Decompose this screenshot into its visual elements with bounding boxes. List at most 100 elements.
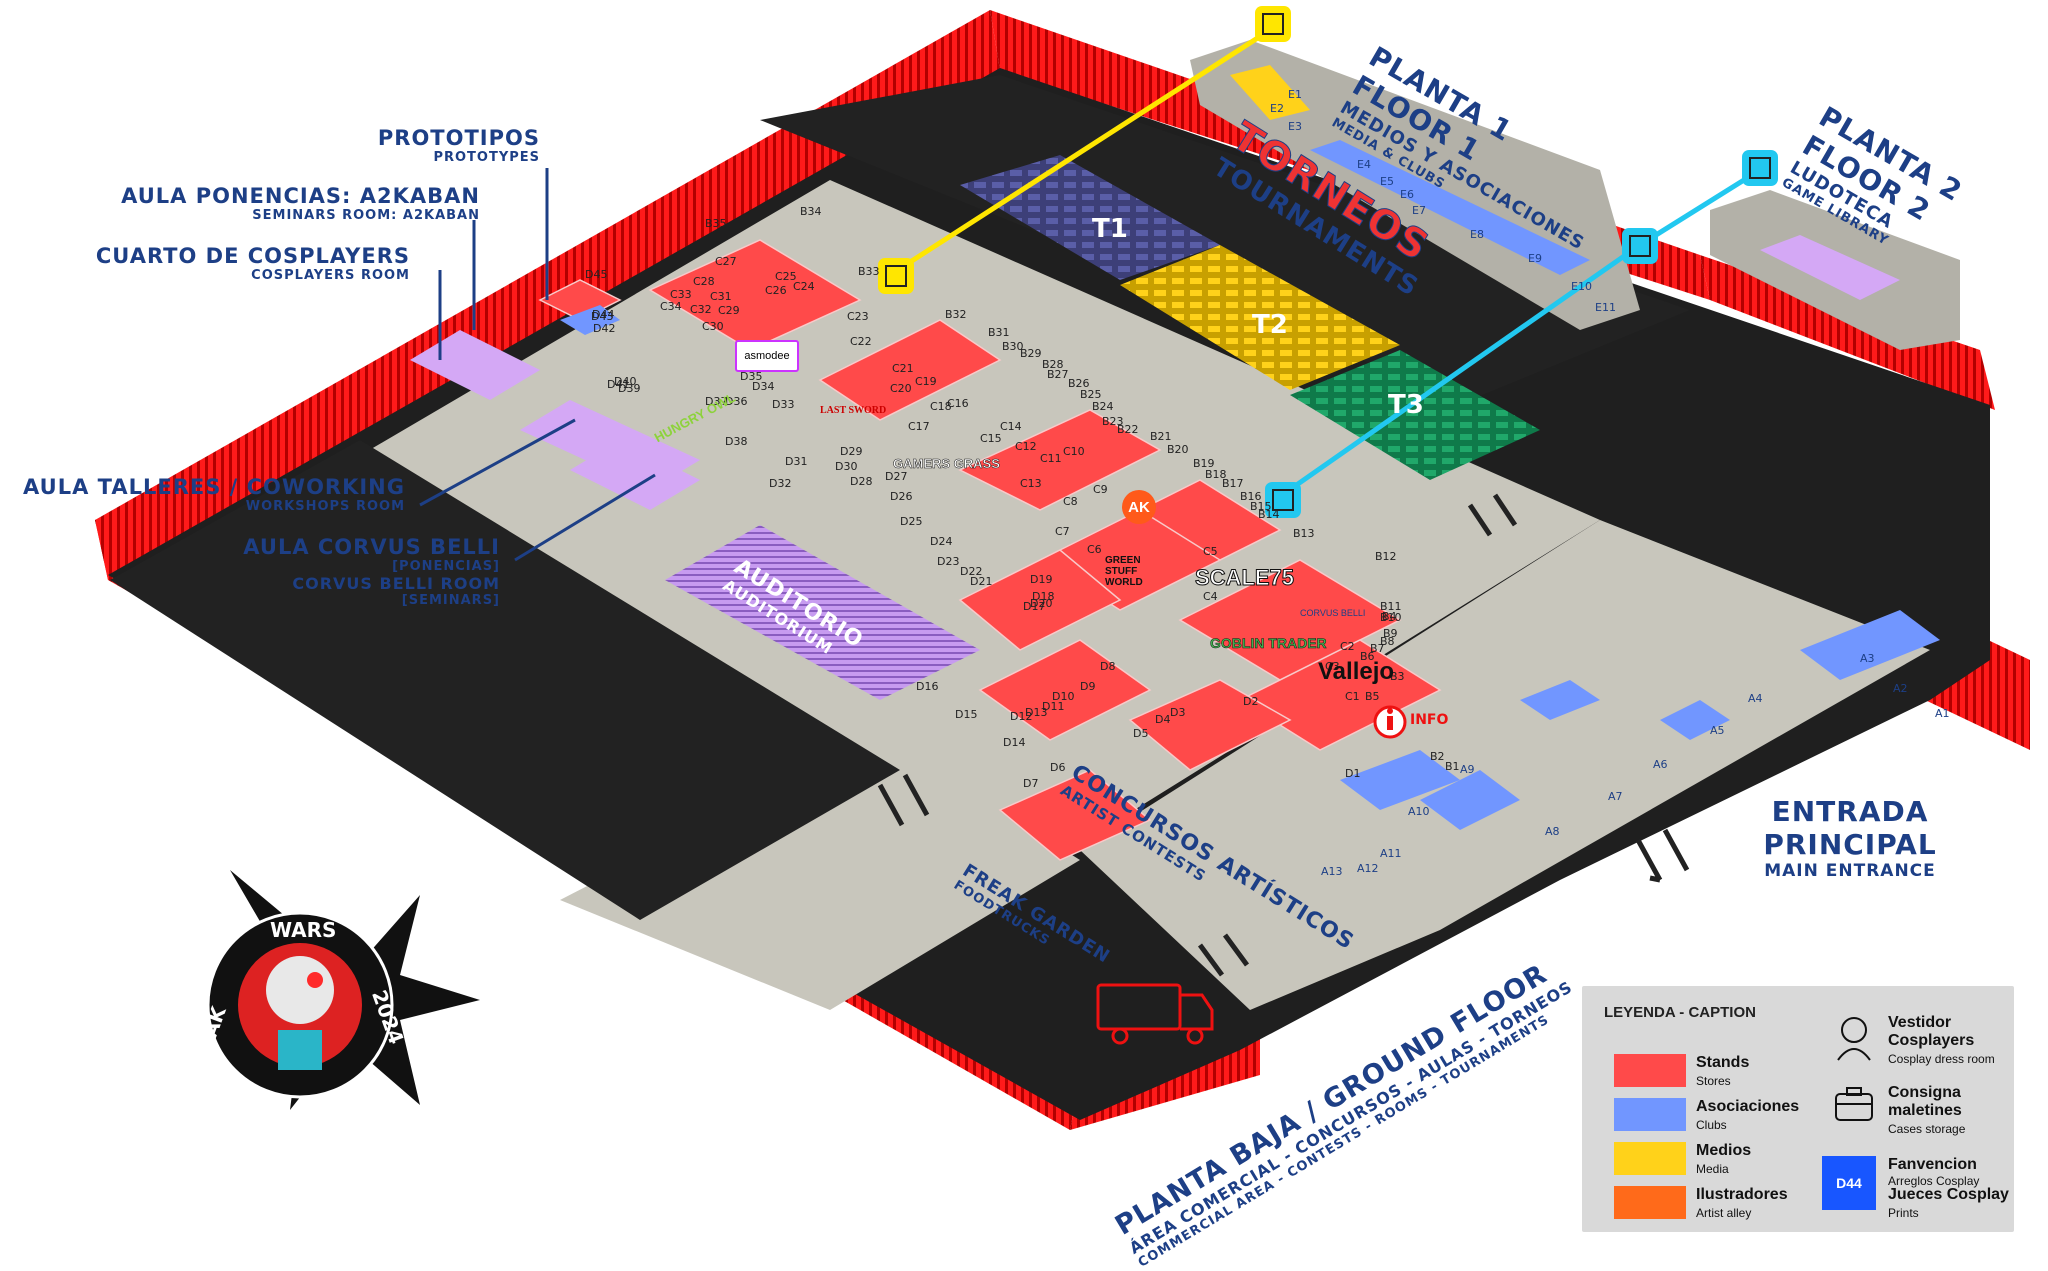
goblin-trader-logo: GOBLIN TRADER (1210, 635, 1327, 652)
stand-label-C14: C14 (1000, 420, 1022, 433)
stand-label-B2: B2 (1430, 750, 1445, 763)
entrance-floor (1080, 520, 1930, 1010)
elevator-icon (1742, 150, 1778, 186)
stand-label-D43: D43 (591, 310, 613, 323)
stand-label-C17: C17 (908, 420, 930, 433)
stand-label-B3: B3 (1390, 670, 1405, 683)
corvus-belli-logo: CORVUS BELLI (1300, 608, 1366, 618)
greenstuff-logo: GREEN STUFF WORLD (1105, 555, 1143, 588)
legend-swatch-clubs (1614, 1098, 1686, 1131)
stand-label-E9: E9 (1528, 252, 1542, 265)
elevator-icon (878, 258, 914, 294)
legend-label: Medios (1696, 1142, 1752, 1159)
floor1-building (1190, 40, 1640, 330)
stand-label-A12: A12 (1357, 862, 1379, 875)
legend-label-2: Jueces Cosplay (1888, 1186, 2009, 1203)
entrance-label: ENTRADA PRINCIPAL MAIN ENTRANCE (1700, 795, 2000, 881)
prototypes-title: PROTOTIPOS (377, 126, 540, 150)
legend-swatch-stands (1614, 1054, 1686, 1087)
stand-label-D44: D44 (592, 308, 614, 321)
seminars-sub: SEMINARS ROOM: A2KABAN (252, 208, 480, 223)
stand-label-B32: B32 (945, 308, 967, 321)
briefcase-icon (1835, 1087, 1873, 1121)
seminars-title: AULA PONENCIAS: A2KABAN (121, 184, 480, 208)
stand-label-B29: B29 (1020, 347, 1042, 360)
stand-label-C13: C13 (1020, 477, 1042, 490)
stand-label-D14: D14 (1003, 736, 1025, 749)
stand-label-D15: D15 (955, 708, 977, 721)
stand-label-D8: D8 (1100, 660, 1115, 673)
stand-label-C11: C11 (1040, 452, 1062, 465)
legend-label: Stands (1696, 1054, 1750, 1071)
stand-label-D28: D28 (850, 475, 872, 488)
stand-label-E5: E5 (1380, 175, 1394, 188)
stand-label-B15: B15 (1250, 500, 1272, 513)
club-blocks (560, 305, 1940, 830)
corvus-sub: CORVUS BELLI ROOM (292, 574, 500, 593)
last-sword-logo: LAST SWORD (820, 405, 887, 416)
auditorium (665, 525, 980, 700)
stand-label-A2: A2 (1893, 682, 1908, 695)
stand-label-E8: E8 (1470, 228, 1484, 241)
stand-label-C33: C33 (670, 288, 692, 301)
traffic-arrows (877, 493, 1690, 977)
cosplayers-label: CUARTO DE COSPLAYERS COSPLAYERS ROOM (60, 244, 410, 283)
stand-label-D20: D20 (1030, 597, 1052, 610)
stand-label-B35: B35 (705, 217, 727, 230)
stand-label-D27: D27 (885, 470, 907, 483)
stand-label-A1: A1 (1935, 707, 1950, 720)
stand-label-B5: B5 (1365, 690, 1380, 703)
workshops-title: AULA TALLERES / COWORKING (23, 475, 405, 499)
stand-label-B8: B8 (1380, 635, 1395, 648)
stand-label-E7: E7 (1412, 204, 1426, 217)
stand-label-D11: D11 (1042, 700, 1064, 713)
parking-top (760, 75, 1690, 400)
ak-logo: AK (1122, 490, 1156, 524)
stand-label-D33: D33 (772, 398, 794, 411)
stand-label-D13: D13 (1025, 706, 1047, 719)
room-pointer-lines (419, 168, 656, 562)
foodtruck-floor (560, 735, 1080, 1010)
stand-label-B34: B34 (800, 205, 822, 218)
stand-label-B12: B12 (1375, 550, 1397, 563)
stand-label-B17: B17 (1222, 477, 1244, 490)
corvus-title: AULA CORVUS BELLI (243, 535, 500, 559)
stand-label-C25: C25 (775, 270, 797, 283)
legend-sub: Media (1696, 1162, 1729, 1176)
stand-label-E11: E11 (1595, 301, 1616, 314)
stand-label-D16: D16 (916, 680, 938, 693)
foodtruck-icon (1096, 983, 1214, 1045)
stand-label-C5: C5 (1203, 545, 1218, 558)
stand-label-E2: E2 (1270, 102, 1284, 115)
entrance-title-2: PRINCIPAL (1763, 828, 1937, 861)
stand-label-B24: B24 (1092, 400, 1114, 413)
tournament-zone-t1: T1 (1092, 214, 1128, 244)
vallejo-logo: Vallejo (1318, 658, 1395, 685)
elevator-icon (1265, 482, 1301, 518)
stand-label-B31: B31 (988, 326, 1010, 339)
scale75-logo: SCALE75 (1194, 565, 1295, 591)
cosplayers-title: CUARTO DE COSPLAYERS (95, 244, 410, 268)
commercial-floor (250, 180, 1600, 850)
stand-label-D9: D9 (1080, 680, 1095, 693)
stand-label-B1: B1 (1445, 760, 1460, 773)
stand-label-D2: D2 (1243, 695, 1258, 708)
floor2-building (1710, 190, 1960, 350)
seminars-label: AULA PONENCIAS: A2KABAN SEMINARS ROOM: A… (60, 184, 480, 223)
stand-label-D30: D30 (835, 460, 857, 473)
stand-label-B26: B26 (1068, 377, 1090, 390)
stand-label-A6: A6 (1653, 758, 1668, 771)
stand-label-B20: B20 (1167, 443, 1189, 456)
stand-label-C22: C22 (850, 335, 872, 348)
stand-label-D5: D5 (1133, 727, 1148, 740)
stand-label-D45: D45 (585, 268, 607, 281)
elevator-icon (1255, 6, 1291, 42)
stand-label-C26: C26 (765, 284, 787, 297)
stand-label-C6: C6 (1087, 543, 1102, 556)
stand-blocks (538, 239, 1442, 861)
stand-label-B28: B28 (1042, 358, 1064, 371)
fanvencion-swatch: D44 (1822, 1156, 1876, 1210)
stand-label-D4: D4 (1155, 713, 1170, 726)
stand-label-B9: B9 (1383, 627, 1398, 640)
